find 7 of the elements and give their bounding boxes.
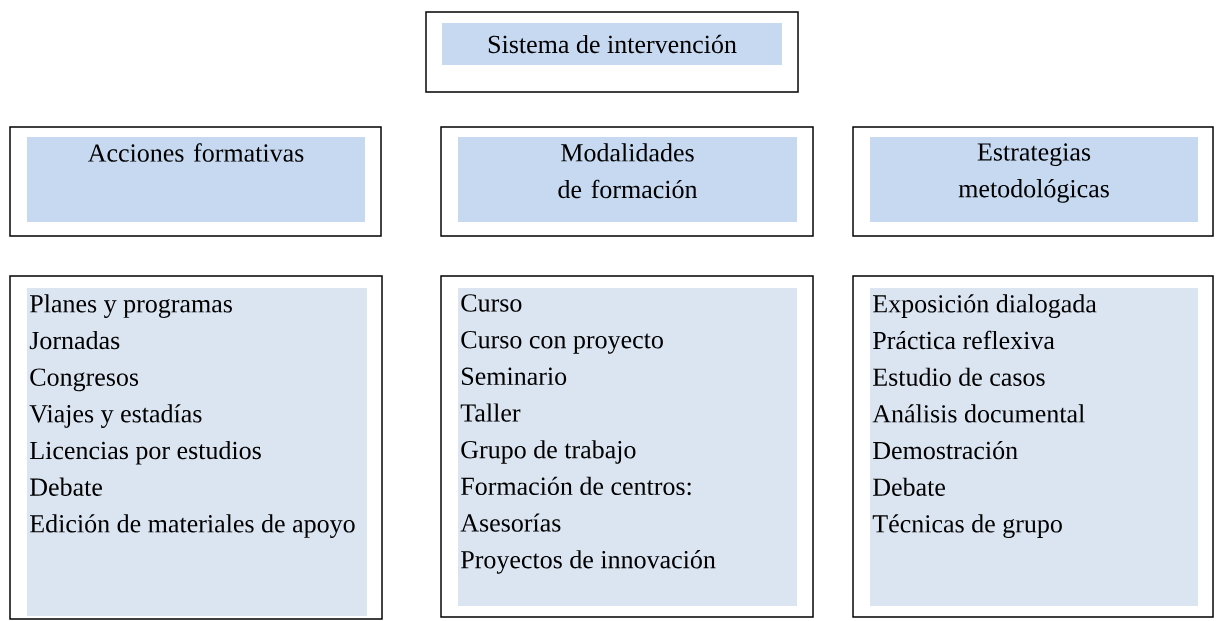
list-box: Exposición dialogada Práctica reflexiva Estudio de casos Análisis documental Demostración Debate Técnicas de grupo <box>852 275 1214 618</box>
category-box: Estrategias metodológicas <box>852 126 1214 237</box>
category-box: Acciones formativas <box>9 126 382 237</box>
list-box: Planes y programas Jornadas Congresos Viajes y estadías Licencias por estudios Debate Edición de materiales de apoyo <box>9 275 383 620</box>
list-box: Curso Curso con proyecto Seminario Taller Grupo de trabajo Formación de centros: Asesorías Proyectos de innovación <box>440 275 814 618</box>
category-box: Modalidades de formación <box>440 126 814 237</box>
title-box: Sistema de intervención <box>425 11 799 93</box>
